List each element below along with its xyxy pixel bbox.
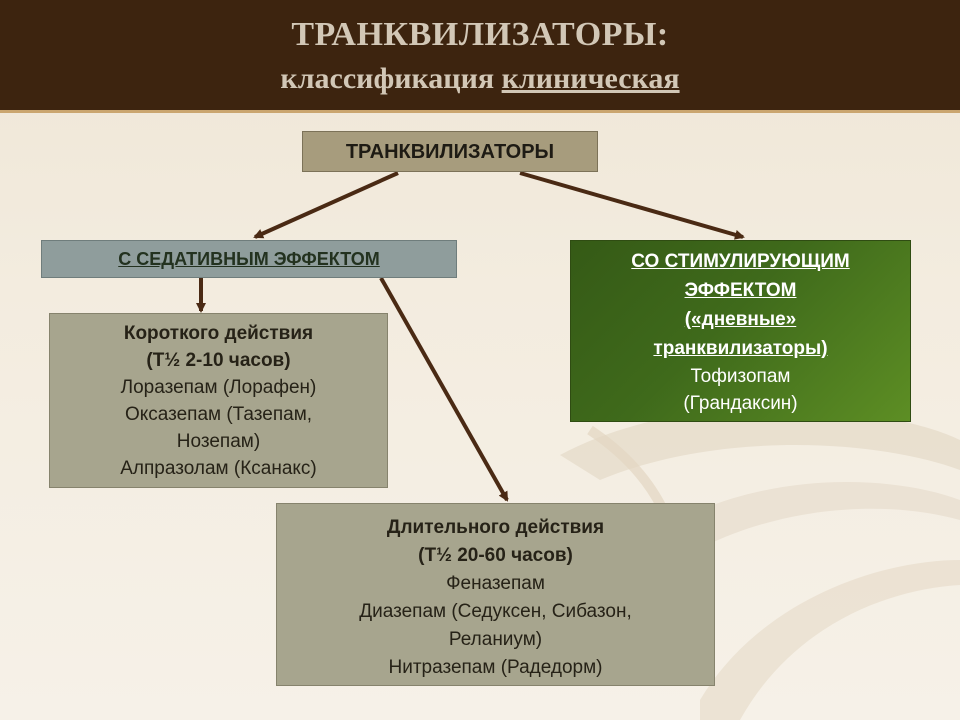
stimulating-line: СО СТИМУЛИРУЮЩИМ — [631, 251, 850, 272]
short-acting-node: Короткого действия (Т½ 2-10 часов) Лораз… — [49, 313, 388, 488]
stimulating-drug: Тофизопам — [690, 366, 791, 387]
stimulating-line: («дневные» — [684, 309, 797, 330]
long-drug: Диазепам (Седуксен, Сибазон, — [359, 601, 632, 622]
short-drug: Лоразепам (Лорафен) — [120, 377, 317, 398]
stimulating-drug: (Грандаксин) — [683, 393, 798, 414]
stimulating-line: ЭФФЕКТОМ — [684, 280, 797, 301]
stimulating-node: СО СТИМУЛИРУЮЩИМ ЭФФЕКТОМ («дневные» тра… — [570, 240, 911, 422]
long-acting-node: Длительного действия (Т½ 20-60 часов) Фе… — [276, 503, 715, 686]
sedative-node: С СЕДАТИВНЫМ ЭФФЕКТОМ — [41, 240, 457, 278]
arrow-root-to-stimulating — [519, 171, 745, 240]
long-drug: Феназепам — [446, 573, 545, 594]
long-drug: Реланиум) — [448, 629, 543, 650]
short-drug: Оксазепам (Тазепам, — [124, 404, 313, 425]
short-drug: Нозепам) — [176, 431, 261, 452]
subtitle-underlined: клиническая — [501, 62, 680, 95]
long-halflife: (Т½ 20-60 часов) — [418, 545, 573, 566]
slide-subtitle: классификация клиническая — [0, 62, 960, 96]
stimulating-line: транквилизаторы) — [653, 338, 828, 359]
short-heading: Короткого действия — [123, 323, 314, 344]
long-drug: Нитразепам (Радедорм) — [388, 657, 603, 678]
header-banner: ТРАНКВИЛИЗАТОРЫ: классификация клиническ… — [0, 0, 960, 113]
arrow-root-to-sedative — [253, 171, 399, 239]
arrow-sedative-to-long — [379, 277, 509, 502]
short-drug: Алпразолам (Ксанакс) — [120, 458, 317, 479]
slide-title: ТРАНКВИЛИЗАТОРЫ: — [291, 16, 669, 53]
sedative-label: С СЕДАТИВНЫМ ЭФФЕКТОМ — [118, 249, 380, 269]
root-node: ТРАНКВИЛИЗАТОРЫ — [302, 131, 598, 172]
short-halflife: (Т½ 2-10 часов) — [146, 350, 291, 371]
subtitle-plain: классификация — [280, 62, 502, 95]
long-heading: Длительного действия — [386, 517, 605, 538]
